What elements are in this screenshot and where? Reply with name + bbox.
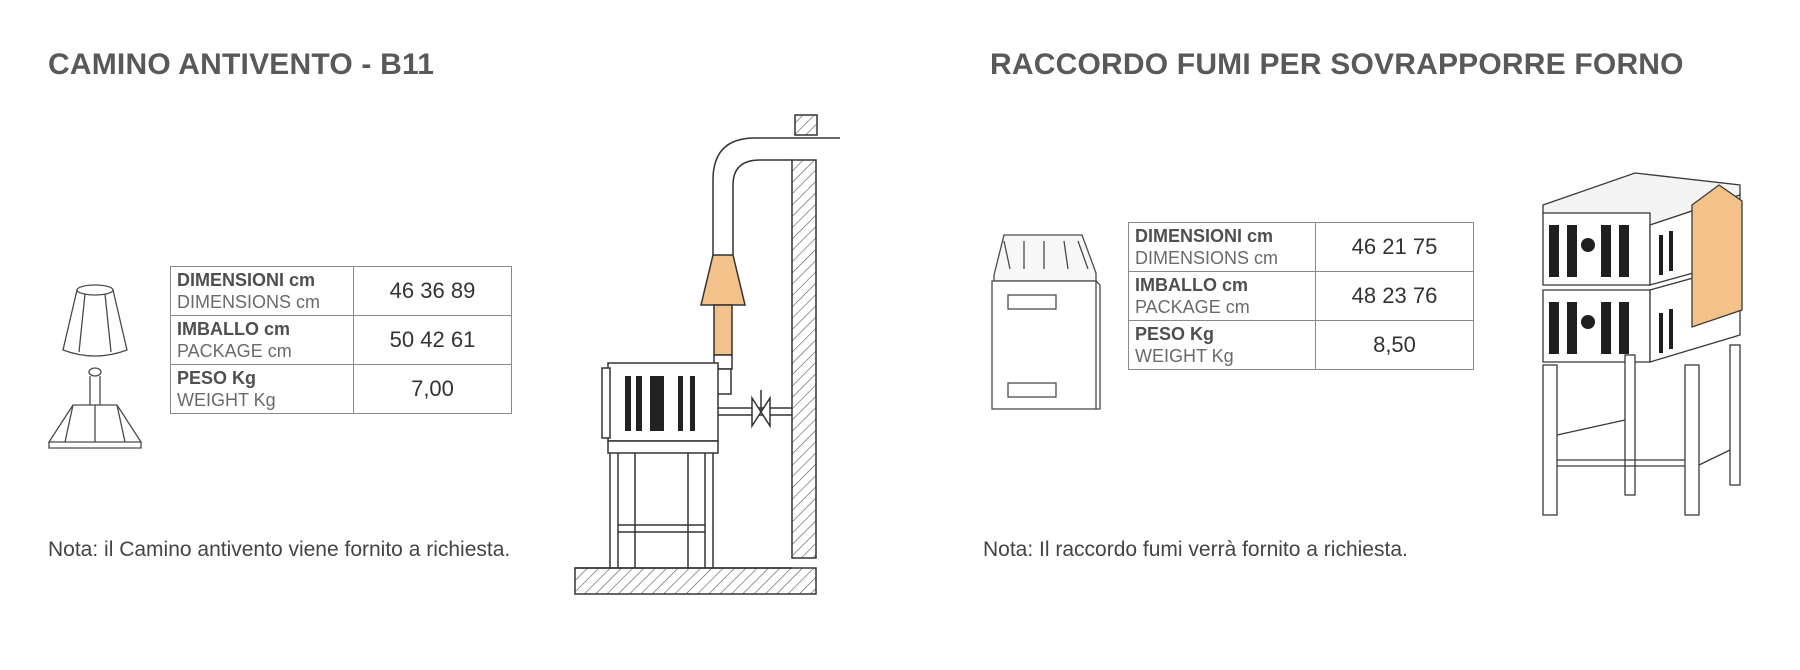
weight-value: 7,00	[353, 364, 512, 414]
stacked-ovens-illustration	[1542, 172, 1743, 516]
dimensions-value: 46 36 89	[353, 266, 512, 316]
flue-connector-illustration	[991, 234, 1101, 410]
right-note: Nota: Il raccordo fumi verrà fornito a r…	[983, 538, 1408, 561]
left-note: Nota: il Camino antivento viene fornito …	[48, 538, 511, 561]
dimensions-value: 46 21 75	[1315, 222, 1474, 272]
package-value: 48 23 76	[1315, 271, 1474, 321]
left-section-title: CAMINO ANTIVENTO - B11	[48, 48, 435, 81]
right-section-title: RACCORDO FUMI PER SOVRAPPORRE FORNO	[990, 48, 1684, 81]
oven-chimney-installation-diagram	[574, 114, 840, 595]
package-value: 50 42 61	[353, 315, 512, 365]
weight-value: 8,50	[1315, 320, 1474, 370]
anti-wind-chimney-illustration	[47, 284, 143, 449]
